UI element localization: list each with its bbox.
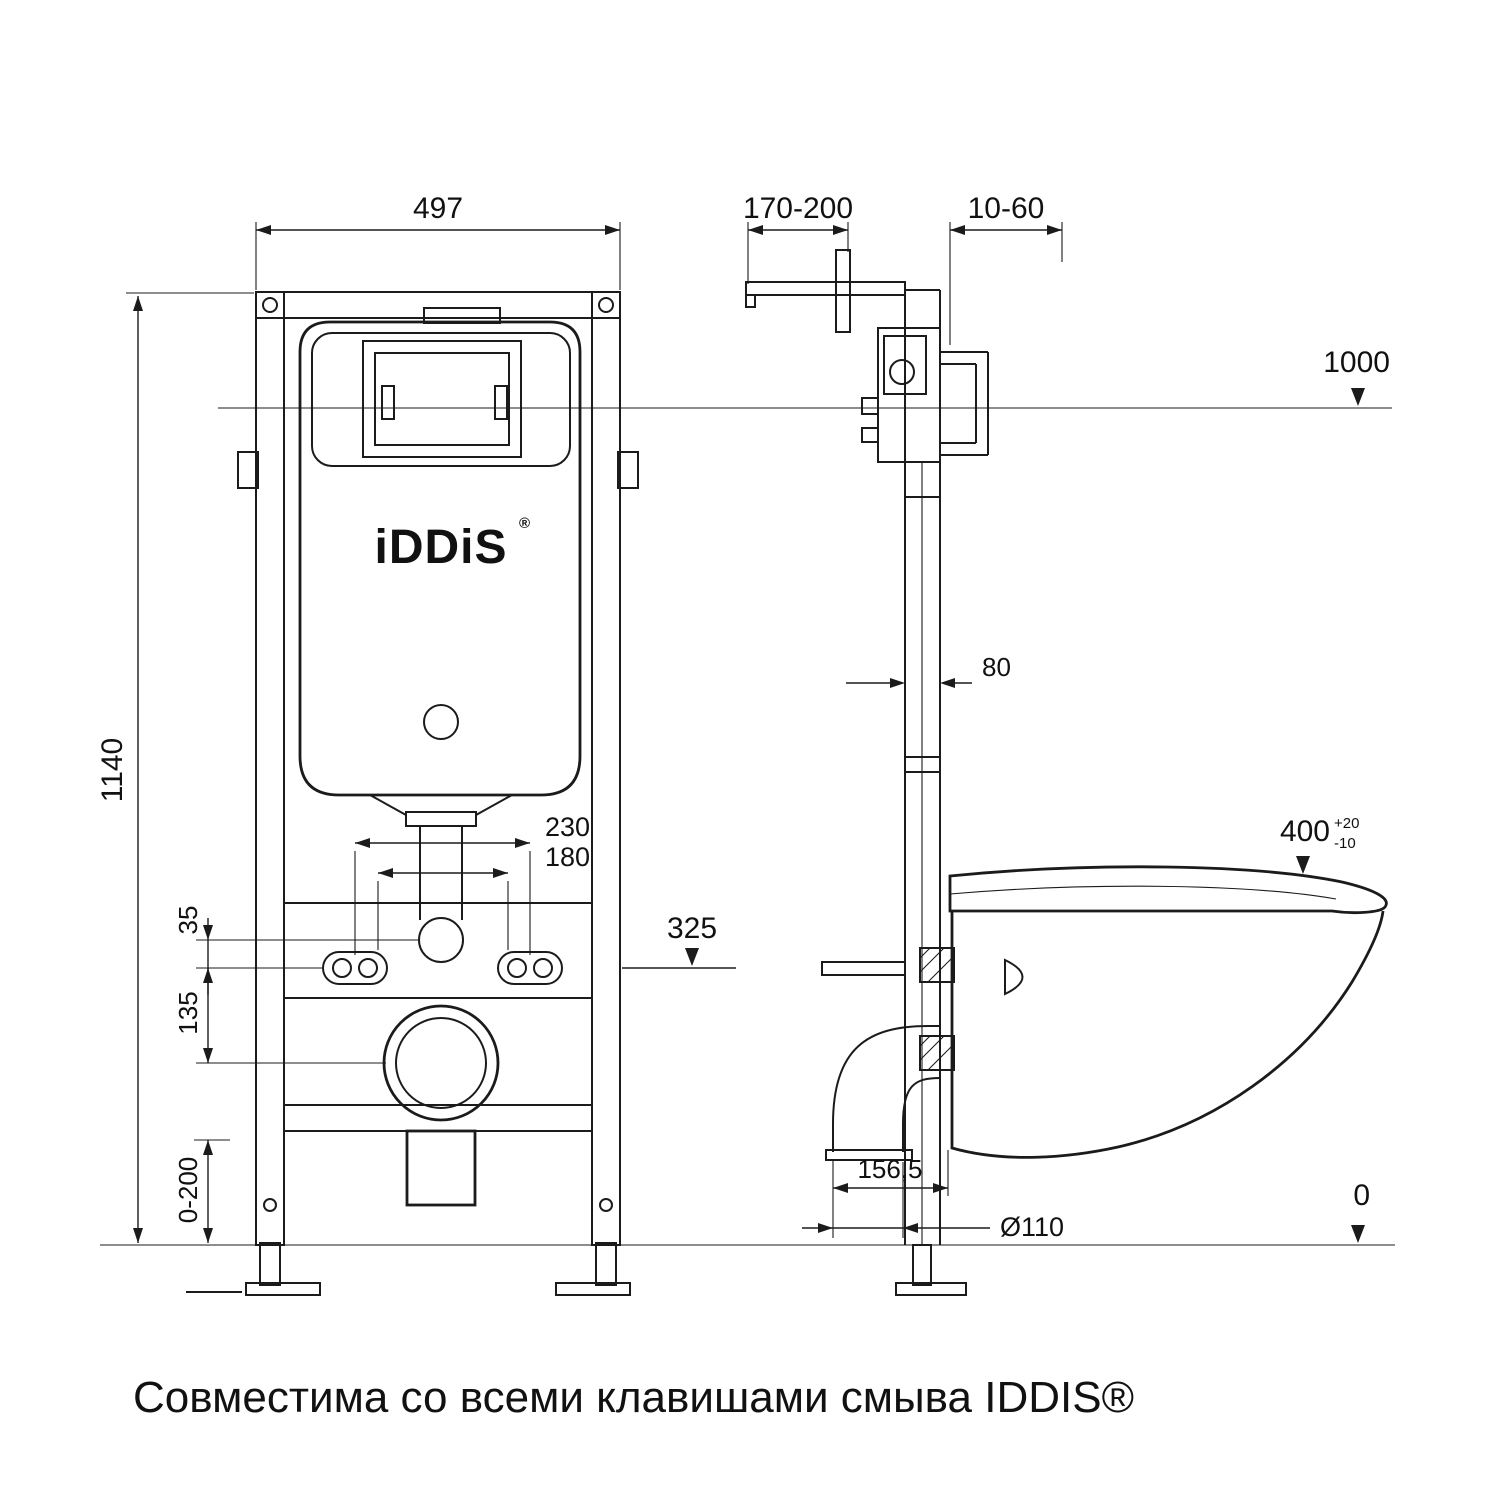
wall-bracket xyxy=(745,249,906,333)
dim-spacing-inner-label: 180 xyxy=(545,842,590,872)
logo-text: iDDiS xyxy=(374,521,507,574)
dim-flush-axis: 325 xyxy=(622,912,736,969)
level-1000: 1000 xyxy=(1323,346,1390,406)
logo-registered-icon: ® xyxy=(519,515,530,532)
level-zero: 0 xyxy=(1351,1179,1370,1243)
dim-depth: 80 xyxy=(846,652,1011,688)
dim-offset-mid: 135 xyxy=(173,968,386,1064)
dim-spacing-outer-label: 230 xyxy=(545,812,590,842)
dim-legs-range: 0-200 xyxy=(173,1139,230,1243)
side-view xyxy=(745,249,1388,1296)
cistern-front xyxy=(298,307,582,797)
dim-width-label: 497 xyxy=(413,192,463,225)
side-frame xyxy=(821,289,941,1245)
dim-bowl-tol-minus-label: -10 xyxy=(1334,835,1356,852)
bowl-mounting-bolts xyxy=(919,947,1024,1071)
reference-lines xyxy=(100,407,1395,1293)
dim-depth-label: 80 xyxy=(982,652,1011,682)
brand-logo: iDDiS ® xyxy=(374,515,530,574)
mounting-bolts-front xyxy=(322,951,563,985)
dim-plate-range: 10-60 xyxy=(949,192,1063,345)
flush-connector-cap xyxy=(1004,958,1024,996)
dim-offset-mid-label: 135 xyxy=(173,991,203,1034)
front-view: iDDiS ® xyxy=(237,291,639,1296)
level-1000-label: 1000 xyxy=(1323,346,1390,379)
dim-bracket-range-label: 170-200 xyxy=(743,192,853,225)
dim-outlet-dia: Ø110 xyxy=(802,1162,1064,1242)
dim-height-label: 1140 xyxy=(96,738,129,803)
foot-side xyxy=(895,1244,967,1296)
level-zero-label: 0 xyxy=(1353,1179,1370,1212)
dim-bowl-height: 400 +20 -10 xyxy=(1280,815,1359,874)
flush-button-front xyxy=(423,704,459,740)
dim-outlet-dia-label: Ø110 xyxy=(1000,1212,1064,1242)
dim-bowl-tol-plus-label: +20 xyxy=(1334,815,1359,832)
dim-offset-small: 35 xyxy=(173,906,420,995)
toilet-bowl-side xyxy=(948,865,1388,1159)
compatibility-caption: Совместима со всеми клавишами смыва IDDI… xyxy=(133,1373,1134,1422)
dim-width: 497 xyxy=(255,192,621,290)
dim-offset-small-label: 35 xyxy=(173,906,203,935)
dim-bowl-height-label: 400 xyxy=(1280,815,1330,848)
dim-plate-range-label: 10-60 xyxy=(968,192,1045,225)
drain-elbow xyxy=(825,1025,941,1161)
dim-flush-axis-label: 325 xyxy=(667,912,717,945)
flush-pipe-front xyxy=(369,794,513,963)
dim-outlet-offset: 156,5 xyxy=(832,1150,949,1196)
dim-bracket-range: 170-200 xyxy=(743,192,853,284)
dim-height: 1140 xyxy=(96,292,254,1243)
dim-legs-range-label: 0-200 xyxy=(173,1157,203,1224)
cistern-side xyxy=(861,327,989,463)
dim-spacing-outer: 230 xyxy=(354,812,590,955)
dim-outlet-offset-label: 156,5 xyxy=(857,1154,922,1184)
dim-spacing-inner: 180 xyxy=(377,842,590,950)
feet-front xyxy=(245,1242,631,1296)
